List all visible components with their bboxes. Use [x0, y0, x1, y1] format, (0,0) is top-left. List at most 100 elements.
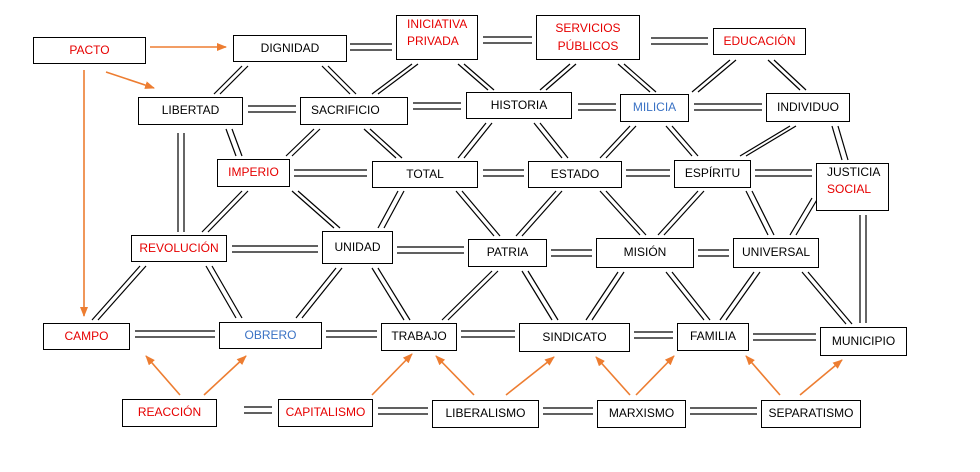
- orange-arrow: [505, 356, 555, 396]
- node-dignidad: DIGNIDAD: [233, 35, 347, 62]
- double-line-segment: [463, 63, 495, 91]
- node-capitalismo: CAPITALISMO: [278, 399, 373, 427]
- node-trabajo: TRABAJO: [381, 323, 457, 351]
- municipio-label: MUNICIPIO: [831, 333, 896, 348]
- orange-arrow-connectors: [80, 43, 843, 396]
- double-line-segment: [301, 267, 343, 319]
- double-line-segment: [539, 122, 569, 159]
- total-label: TOTAL: [406, 166, 444, 181]
- dignidad-label: DIGNIDAD: [260, 40, 320, 55]
- revolucion-label: REVOLUCIÓN: [139, 240, 219, 255]
- double-line-segment: [751, 190, 775, 236]
- double-line-segment: [605, 125, 637, 159]
- double-line-segment: [231, 128, 243, 157]
- historia-label: HISTORIA: [490, 97, 548, 112]
- double-line-segment: [455, 190, 495, 237]
- double-line-segment: [285, 128, 315, 157]
- double-line-segment: [831, 125, 843, 161]
- capitalismo-label: CAPITALISMO: [285, 405, 366, 420]
- mision-label: MISIÓN: [623, 245, 667, 260]
- double-line-segment: [795, 197, 819, 236]
- campo-label: CAMPO: [64, 328, 109, 343]
- double-line-segment: [605, 190, 647, 236]
- double-line-segment: [719, 271, 755, 321]
- node-pacto: PACTO: [33, 37, 146, 64]
- node-universal: UNIVERSAL: [733, 238, 819, 268]
- patria-label: PATRIA: [486, 245, 529, 260]
- double-line-segment: [591, 271, 625, 321]
- sindicato-label: SINDICATO: [542, 329, 607, 344]
- double-line-segment: [599, 190, 641, 236]
- justicia-social-line2: SOCIAL: [827, 182, 872, 197]
- node-patria: PATRIA: [468, 239, 547, 267]
- obrero-label: OBRERO: [244, 327, 297, 342]
- double-line-segment: [521, 190, 563, 237]
- individuo-label: INDIVIDUO: [776, 99, 839, 114]
- double-line-segment: [371, 267, 405, 321]
- universal-label: UNIVERSAL: [741, 245, 811, 260]
- double-line-segment: [545, 63, 577, 91]
- orange-arrow: [105, 71, 155, 89]
- double-line-segment: [739, 125, 791, 157]
- double-line-segment: [773, 59, 807, 91]
- separatismo-label: SEPARATISMO: [768, 406, 854, 421]
- double-line-segment: [213, 65, 243, 95]
- orange-arrow: [371, 353, 413, 396]
- double-line-segment: [97, 265, 147, 321]
- double-line-segment: [297, 190, 341, 229]
- justicia-social-line1: JUSTICIA: [827, 165, 881, 179]
- node-iniciativa-privada: INICIATIVA PRIVADA: [396, 15, 478, 60]
- node-justicia-social: JUSTICIA SOCIAL: [816, 163, 889, 211]
- double-line-segment: [201, 190, 243, 233]
- double-line-segment: [807, 271, 853, 325]
- node-historia: HISTORIA: [466, 92, 572, 119]
- orange-arrow: [635, 355, 675, 396]
- double-line-segment: [321, 65, 351, 95]
- double-line-segment: [671, 271, 711, 321]
- double-line-segment: [745, 190, 769, 236]
- orange-arrow: [203, 355, 247, 396]
- familia-label: FAMILIA: [689, 329, 736, 344]
- double-line-segment: [599, 125, 631, 159]
- node-separatismo: SEPARATISMO: [761, 400, 861, 428]
- milicia-label: MILICIA: [632, 100, 677, 115]
- double-line-segment: [295, 267, 337, 319]
- node-municipio: MUNICIPIO: [820, 327, 907, 356]
- node-total: TOTAL: [372, 161, 478, 188]
- node-mision: MISIÓN: [596, 238, 694, 268]
- double-line-segment: [369, 128, 403, 159]
- double-line-segment: [383, 190, 405, 229]
- double-line-segment: [447, 270, 499, 321]
- double-line-segment: [463, 122, 493, 159]
- orange-arrow: [595, 356, 631, 396]
- double-line-segment: [697, 59, 737, 93]
- double-line-segment: [725, 271, 761, 321]
- node-individuo: INDIVIDUO: [766, 93, 850, 122]
- double-line-segment: [585, 271, 619, 321]
- node-imperio: IMPERIO: [217, 159, 290, 187]
- node-sindicato: SINDICATO: [519, 323, 630, 352]
- double-line-segment: [515, 190, 557, 237]
- double-line-segment: [441, 270, 493, 321]
- double-line-segment: [291, 128, 321, 157]
- double-line-segment: [211, 265, 243, 319]
- double-line-segment: [801, 271, 847, 325]
- node-liberalismo: LIBERALISMO: [432, 400, 539, 428]
- double-line-segment: [377, 267, 411, 321]
- orange-arrow: [145, 355, 181, 396]
- double-line-connectors: [91, 36, 867, 415]
- espiritu-label: ESPÍRITU: [684, 166, 741, 181]
- double-line-segment: [207, 190, 249, 233]
- double-line-segment: [623, 63, 657, 93]
- node-libertad: LIBERTAD: [138, 97, 243, 125]
- double-line-segment: [461, 190, 501, 237]
- estado-label: ESTADO: [550, 166, 600, 181]
- double-line-segment: [665, 271, 705, 321]
- double-line-segment: [219, 65, 249, 95]
- double-line-segment: [767, 59, 801, 91]
- node-campo: CAMPO: [43, 323, 130, 350]
- imperio-label: IMPERIO: [228, 165, 279, 180]
- double-line-segment: [521, 270, 553, 321]
- double-line-segment: [327, 65, 357, 95]
- liberalismo-label: LIBERALISMO: [445, 406, 526, 421]
